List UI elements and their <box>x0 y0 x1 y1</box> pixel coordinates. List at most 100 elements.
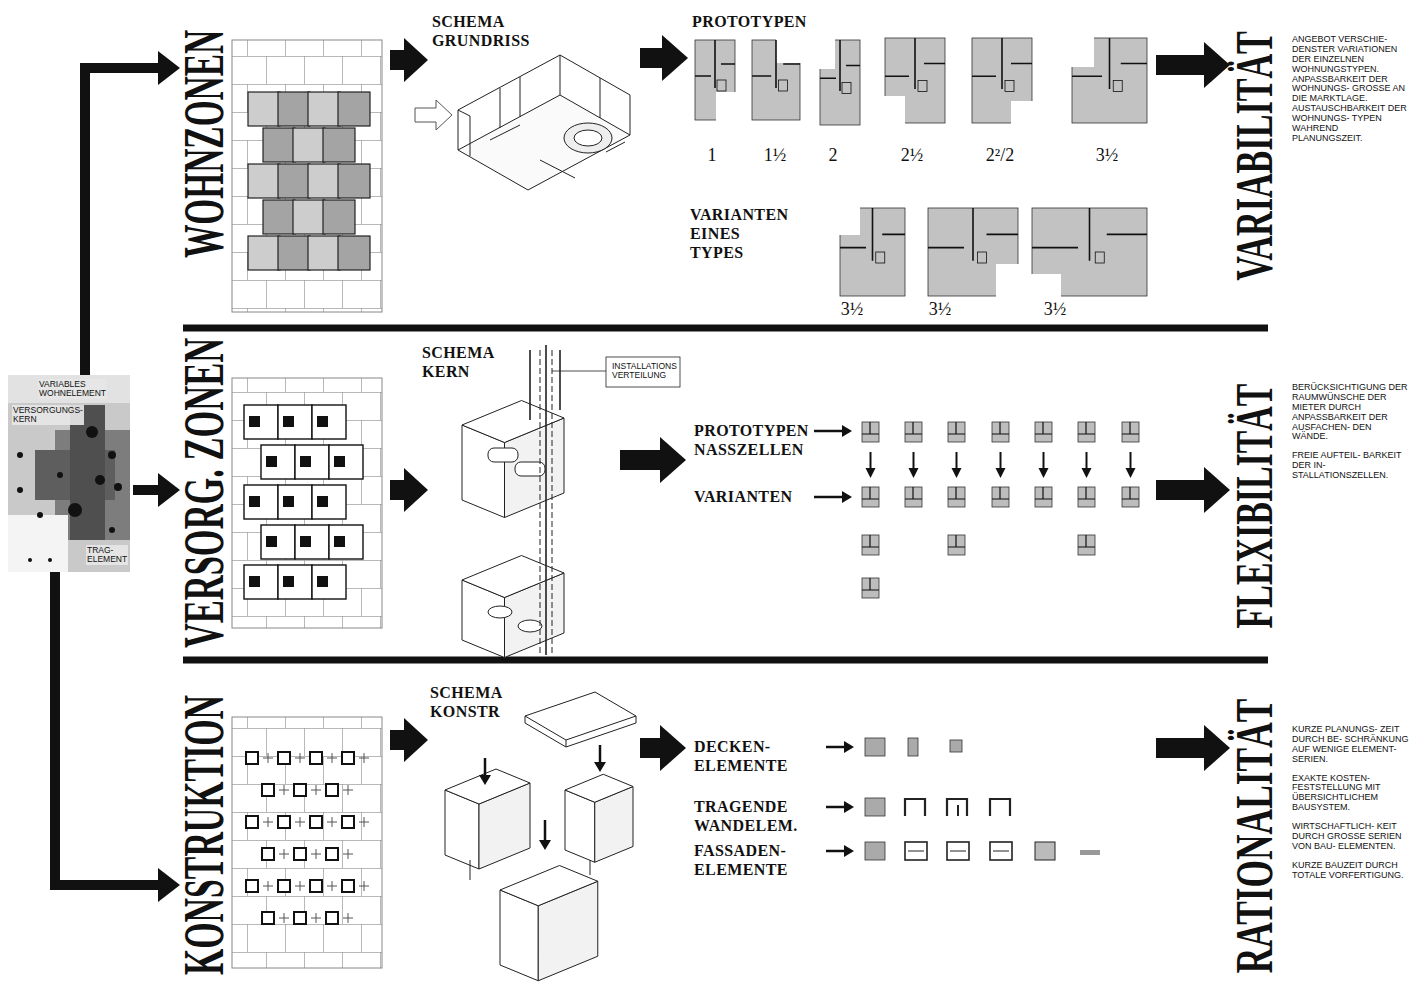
site-plan <box>310 880 322 892</box>
apartment-plan <box>1032 208 1147 296</box>
room-count: 2 <box>829 146 838 164</box>
building-element <box>905 799 925 816</box>
wet-cell <box>1078 535 1095 555</box>
wet-cell <box>992 422 1009 434</box>
structure-sketch <box>500 866 598 906</box>
structure-sketch <box>445 769 530 804</box>
floor-plan-sketch <box>415 55 630 190</box>
wet-cell <box>1086 452 1088 470</box>
wet-cell <box>1122 487 1139 507</box>
section-heading: PROTOTYPEN NASSZELLEN <box>694 421 809 459</box>
core-sketch <box>488 606 512 618</box>
building-element <box>908 851 924 852</box>
wet-cell <box>870 452 872 470</box>
site-plan <box>263 753 273 763</box>
apartment-plan <box>1005 81 1014 92</box>
section-heading: TRAGENDE WANDELEM. <box>694 797 798 835</box>
site-plan <box>248 92 280 126</box>
wet-cell <box>1078 422 1095 434</box>
element-photo <box>8 375 130 572</box>
site-plan <box>295 525 329 559</box>
element-photo <box>57 472 63 478</box>
site-plan <box>326 912 338 924</box>
room-count: 1½ <box>764 146 787 164</box>
site-plan <box>262 912 274 924</box>
building-element <box>993 851 1009 852</box>
load-arrow <box>594 762 606 772</box>
building-element <box>990 799 1010 816</box>
apartment-plan <box>928 208 1018 261</box>
wet-cell <box>952 468 962 478</box>
site-plan <box>308 236 340 270</box>
vertical-heading: FLEXIBILITÄT <box>1235 384 1274 629</box>
pointer-arrow <box>842 491 852 503</box>
wet-cell <box>1122 487 1139 499</box>
load-arrow <box>484 758 487 777</box>
apartment-plan <box>776 39 801 63</box>
element-panel: DECKEN- ELEMENTETRAGENDE WANDELEM.FASSAD… <box>686 735 1156 885</box>
wet-cell <box>913 452 915 470</box>
site-plan <box>342 880 354 892</box>
site-plan <box>295 817 305 827</box>
core-sketch <box>462 345 680 658</box>
core-sketch <box>518 620 542 632</box>
site-plan <box>248 236 280 270</box>
block-arrow <box>390 38 428 82</box>
site-plan <box>327 817 337 827</box>
vertical-heading: WOHNZONEN <box>182 30 226 258</box>
flow-arrow <box>1156 738 1204 758</box>
element-photo <box>70 405 105 540</box>
wet-cell <box>1122 422 1139 434</box>
site-plan <box>300 456 311 467</box>
site-plan <box>294 912 306 924</box>
site-plan <box>334 536 345 547</box>
building-element <box>950 851 966 852</box>
description-column: BERÜCKSICHTIGUNG DER RAUMWÜNSCHE DER MIE… <box>1292 383 1410 490</box>
apartment-plan <box>1011 101 1033 124</box>
apartment-plan <box>752 40 800 88</box>
wet-cell <box>1043 452 1045 470</box>
flow-arrow <box>640 738 660 758</box>
apartment-plan <box>1031 274 1061 297</box>
element-photo <box>114 483 122 491</box>
site-plan <box>326 848 338 860</box>
site-plan <box>310 816 322 828</box>
pointer-arrow <box>842 425 852 437</box>
room-count: 2²/2 <box>986 146 1014 164</box>
vertical-heading: VARIABILITÄT <box>1235 31 1274 281</box>
site-plan <box>327 881 337 891</box>
schema-panel: SCHEMA KONSTR <box>425 680 640 978</box>
site-plan <box>329 525 363 559</box>
apartment-plan <box>1071 37 1094 67</box>
site-plan <box>311 913 321 923</box>
site-plan <box>283 416 294 427</box>
site-plan <box>278 405 312 439</box>
site-plan <box>278 236 310 270</box>
wet-cell <box>862 422 1139 598</box>
site-plan <box>232 378 382 628</box>
flow-arrow <box>55 572 158 885</box>
building-element <box>905 842 927 860</box>
site-plan <box>244 405 278 439</box>
vertical-heading: KONSTRUKTION <box>182 695 226 975</box>
section-heading: VARIANTEN EINES TYPES <box>690 205 788 263</box>
site-plan <box>263 817 273 827</box>
building-element <box>947 799 967 816</box>
site-plan <box>317 416 328 427</box>
building-element <box>908 738 918 756</box>
wet-cell <box>948 535 965 547</box>
prototype-panel: PROTOTYPENVARIANTEN EINES TYPES <box>688 10 1156 322</box>
apartment-plan <box>695 40 735 120</box>
site-plan <box>312 405 346 439</box>
apartment-plan <box>839 207 860 235</box>
site-plan <box>294 784 306 796</box>
site-plan <box>278 816 290 828</box>
description-text: WIRTSCHAFTLICH- KEIT DURCH GROSSE SERIEN… <box>1292 822 1410 852</box>
pointer-arrow <box>814 496 844 499</box>
description-column: KURZE PLANUNGS- ZEIT DURCH BE- SCHRÄNKUN… <box>1292 725 1410 890</box>
site-plan <box>278 92 310 126</box>
wet-cell <box>1039 468 1049 478</box>
site-plan <box>279 785 289 795</box>
site-plan <box>278 880 290 892</box>
